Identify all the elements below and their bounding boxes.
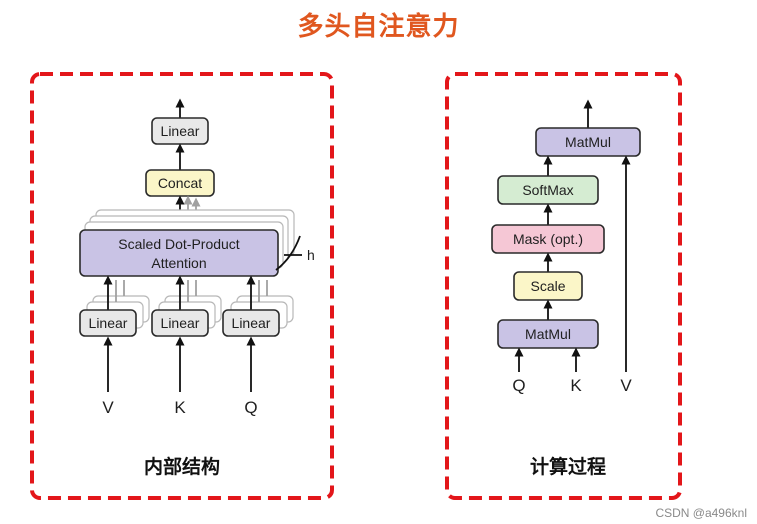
- linear-q-box: [222, 309, 280, 337]
- matmul-bottom-label: MatMul: [525, 326, 571, 342]
- right-input-k-label: K: [570, 376, 582, 395]
- linear-k-label: Linear: [161, 315, 200, 331]
- linear-v-box: [79, 309, 137, 337]
- linear-k-box: [151, 309, 209, 337]
- attention-label-line2: Attention: [151, 255, 206, 271]
- page-title: 多头自注意力: [297, 12, 460, 42]
- input-q-label: Q: [244, 398, 257, 417]
- input-v-label: V: [102, 398, 114, 417]
- linear-v-label: Linear: [89, 315, 128, 331]
- attention-label-line1: Scaled Dot-Product: [118, 236, 240, 252]
- matmul-top-box: [535, 127, 641, 157]
- softmax-label: SoftMax: [522, 182, 573, 198]
- linear-q-label: Linear: [232, 315, 271, 331]
- matmul-top-label: MatMul: [565, 134, 611, 150]
- h-label: h: [307, 247, 315, 263]
- matmul-bottom-box: [497, 319, 599, 349]
- left-panel: Linear Concat Scaled Dot-Product Attenti…: [30, 72, 334, 500]
- concat-label: Concat: [158, 175, 202, 191]
- right-panel-frame: [445, 72, 682, 500]
- input-k-label: K: [174, 398, 186, 417]
- right-panel-caption: 计算过程: [530, 455, 606, 478]
- left-panel-caption: 内部结构: [144, 455, 220, 478]
- linear-top-label: Linear: [161, 123, 200, 139]
- mask-label: Mask (opt.): [513, 231, 583, 247]
- right-panel: MatMul SoftMax Mask (opt.) Scale MatMul …: [445, 72, 682, 500]
- left-panel-frame: [30, 72, 334, 500]
- scale-label: Scale: [530, 278, 565, 294]
- linear-inputs: Linear Linear Linear: [79, 275, 294, 337]
- right-input-q-label: Q: [512, 376, 525, 395]
- watermark: CSDN @a496knl: [655, 506, 747, 520]
- right-input-v-label: V: [620, 376, 632, 395]
